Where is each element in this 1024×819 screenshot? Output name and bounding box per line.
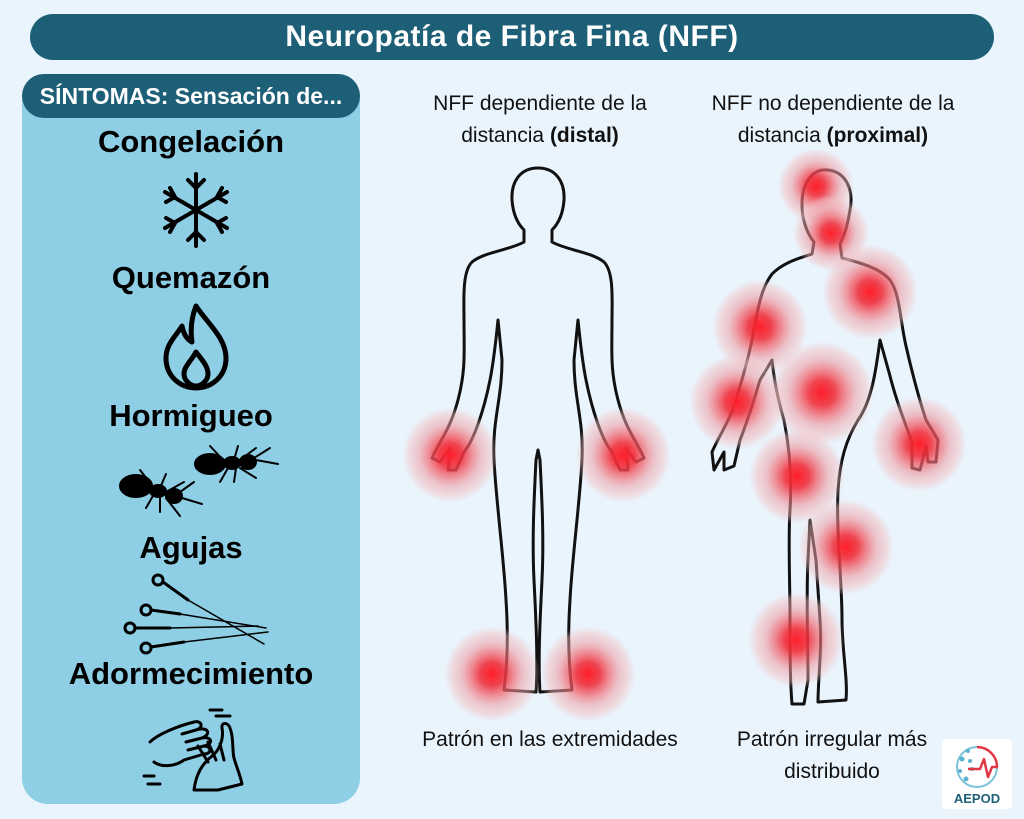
distal-body bbox=[430, 166, 646, 694]
symptoms-header: SÍNTOMAS: Sensación de... bbox=[22, 74, 360, 118]
symptom-label-adormecimiento: Adormecimiento bbox=[68, 656, 314, 691]
proximal-title-text: NFF no dependiente de la distancia bbox=[711, 92, 955, 147]
distal-title-bold: (distal) bbox=[549, 124, 619, 147]
aepod-logo: AEPOD bbox=[942, 739, 1012, 809]
page-title: Neuropatía de Fibra Fina (NFF) bbox=[285, 20, 739, 53]
title-bar: Neuropatía de Fibra Fina (NFF) bbox=[30, 14, 994, 60]
distal-title: NFF dependiente de la distancia (distal) bbox=[395, 88, 685, 152]
symptom-label-agujas: Agujas bbox=[139, 530, 243, 565]
logo-text: AEPOD bbox=[953, 791, 1001, 806]
symptom-label-hormigueo: Hormigueo bbox=[109, 398, 273, 433]
logo-mark-icon bbox=[956, 745, 999, 788]
symptoms-panel bbox=[22, 76, 360, 804]
distal-title-text: NFF dependiente de la distancia bbox=[433, 92, 647, 147]
proximal-title-bold: (proximal) bbox=[826, 124, 929, 147]
body-figures bbox=[402, 150, 967, 722]
symptom-label-congelacion: Congelación bbox=[97, 124, 284, 159]
symptoms-header-text: SÍNTOMAS: Sensación de... bbox=[39, 82, 343, 109]
rubbing-hands-icon bbox=[142, 708, 244, 792]
flame-icon bbox=[163, 303, 229, 391]
proximal-caption: Patrón irregular más distribuido bbox=[736, 728, 928, 783]
snowflake-icon bbox=[163, 172, 229, 248]
proximal-title: NFF no dependiente de la distancia (prox… bbox=[688, 88, 978, 152]
symptom-label-quemazon: Quemazón bbox=[111, 260, 271, 295]
ants-icon bbox=[119, 445, 279, 517]
distal-caption: Patrón en las extremidades bbox=[422, 728, 678, 751]
needles-icon bbox=[123, 573, 269, 655]
